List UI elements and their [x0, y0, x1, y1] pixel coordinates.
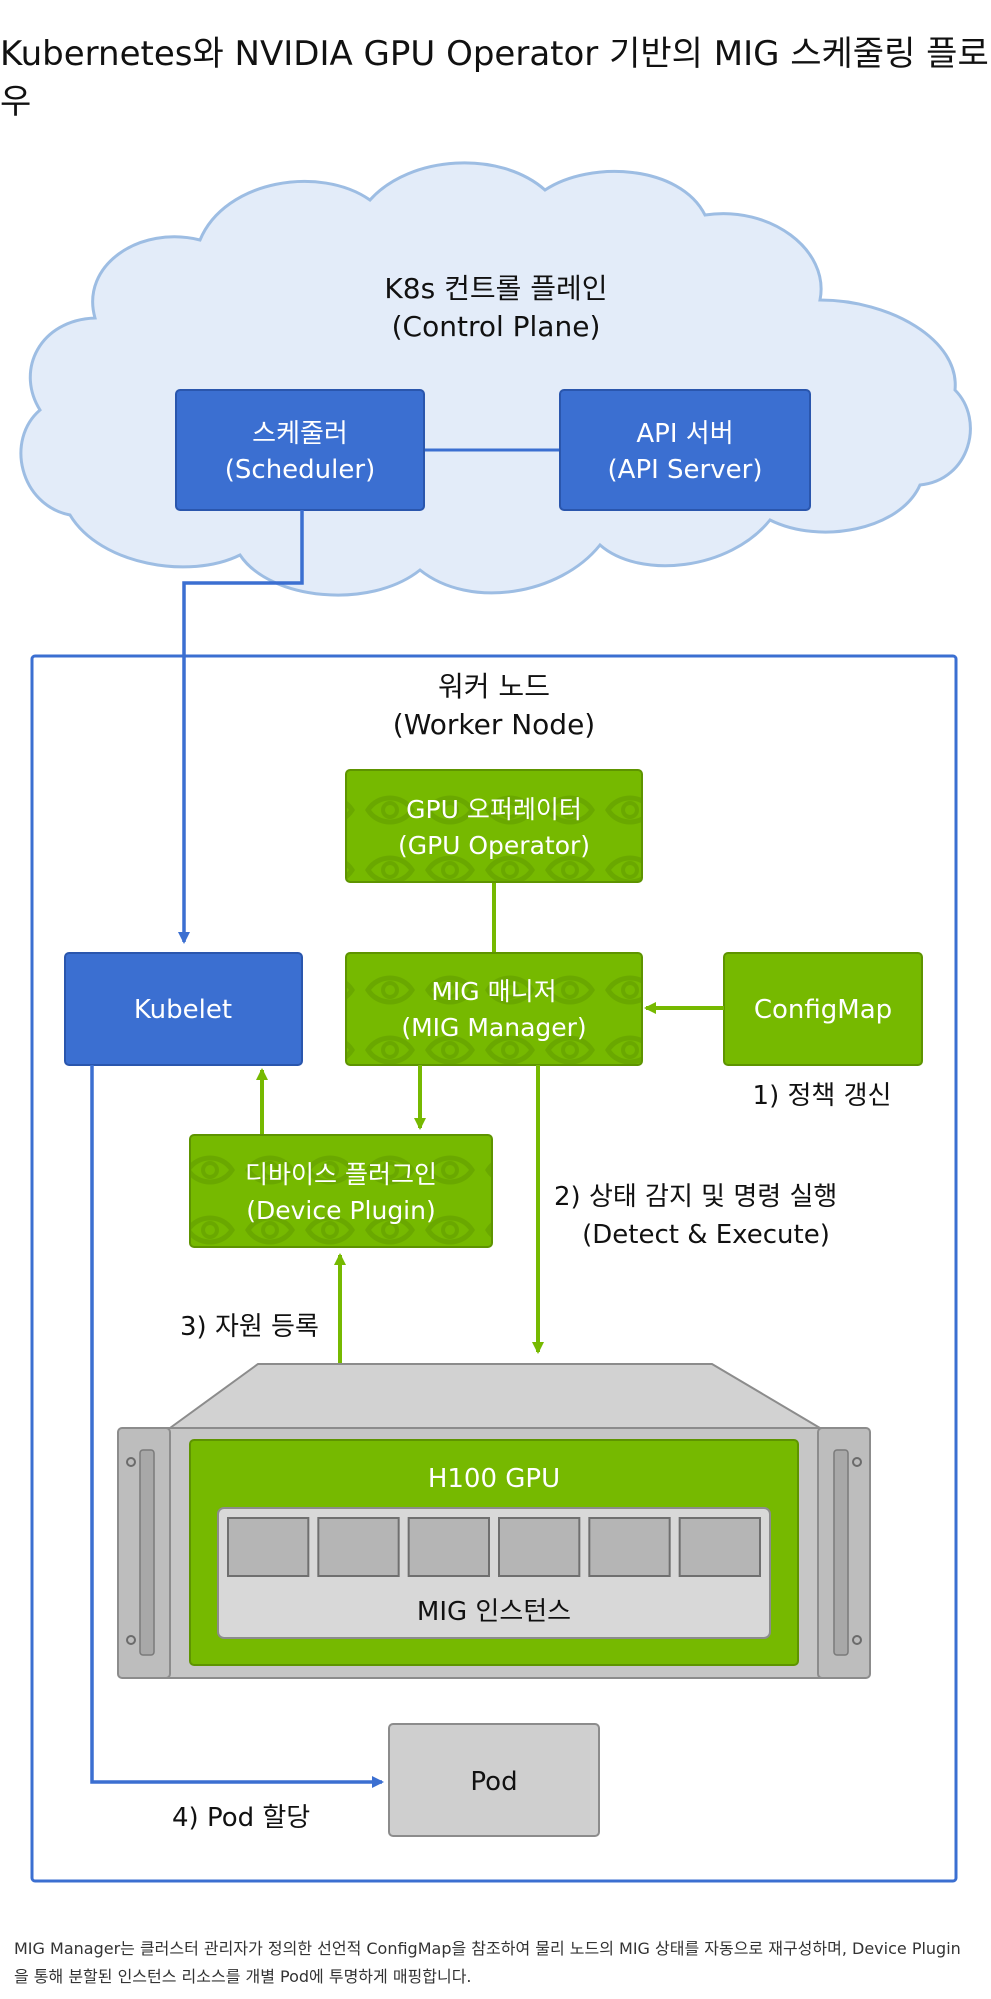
mig-manager-box[interactable]: MIG 매니저 (MIG Manager) — [345, 952, 643, 1066]
kubelet-box[interactable]: Kubelet — [64, 952, 303, 1066]
scheduler-label-en: (Scheduler) — [225, 455, 375, 485]
api-server-label-ko: API 서버 — [636, 419, 733, 449]
api-server-box[interactable]: API 서버 (API Server) — [559, 389, 811, 511]
mig-instance-slot — [407, 1517, 490, 1577]
mig-instance-slot — [227, 1517, 310, 1577]
step3-label: 3) 자원 등록 — [180, 1312, 319, 1342]
diagram-caption: MIG Manager는 클러스터 관리자가 정의한 선언적 ConfigMap… — [14, 1939, 961, 1986]
kubelet-label: Kubelet — [134, 995, 232, 1025]
kubelet-to-pod-arrow — [90, 1065, 384, 1788]
gpu-operator-label-en: (GPU Operator) — [398, 831, 590, 860]
device-plugin-box[interactable]: 디바이스 플러그인 (Device Plugin) — [189, 1134, 493, 1248]
device-plugin-label-ko: 디바이스 플러그인 — [245, 1160, 437, 1189]
gpu-operator-label-ko: GPU 오퍼레이터 — [406, 795, 582, 824]
control-plane-label-en: (Control Plane) — [392, 310, 601, 343]
step1-label: 1) 정책 갱신 — [753, 1081, 892, 1111]
step2-label-en: (Detect & Execute) — [582, 1220, 830, 1250]
page-title: Kubernetes와 NVIDIA GPU Operator 기반의 MIG … — [0, 34, 989, 122]
gpu-label: H100 GPU — [428, 1464, 560, 1494]
configmap-label: ConfigMap — [754, 995, 892, 1025]
device-plugin-label-en: (Device Plugin) — [246, 1196, 435, 1225]
h100-gpu-board[interactable]: H100 GPU MIG 인스턴스 — [189, 1439, 799, 1666]
mig-instance-slots — [227, 1517, 762, 1577]
step4-label: 4) Pod 할당 — [172, 1803, 310, 1833]
scheduler-label-ko: 스케줄러 — [252, 419, 348, 449]
mig-manager-label-en: (MIG Manager) — [401, 1013, 586, 1042]
configmap-box[interactable]: ConfigMap — [723, 952, 923, 1066]
pod-box[interactable]: Pod — [388, 1723, 600, 1837]
scheduler-to-kubelet-arrow — [178, 510, 304, 944]
mig-instance-slot — [588, 1517, 671, 1577]
mig-instance-slot — [317, 1517, 400, 1577]
mig-instances-label: MIG 인스턴스 — [417, 1597, 571, 1627]
worker-node-frame — [30, 654, 958, 1883]
worker-node-label-ko: 워커 노드 — [438, 670, 550, 703]
scheduler-box[interactable]: 스케줄러 (Scheduler) — [175, 389, 425, 511]
gpu-operator-box[interactable]: GPU 오퍼레이터 (GPU Operator) — [345, 769, 643, 883]
mig-instance-slot — [498, 1517, 581, 1577]
control-plane-cloud — [19, 161, 972, 597]
mig-manager-label-ko: MIG 매니저 — [431, 977, 556, 1006]
api-server-label-en: (API Server) — [608, 455, 763, 485]
mig-instance-slot — [678, 1517, 762, 1577]
worker-node-label-en: (Worker Node) — [393, 708, 595, 741]
pod-label: Pod — [470, 1767, 517, 1797]
control-plane-label-ko: K8s 컨트롤 플레인 — [384, 272, 607, 305]
step2-label-ko: 2) 상태 감지 및 명령 실행 — [554, 1182, 837, 1212]
